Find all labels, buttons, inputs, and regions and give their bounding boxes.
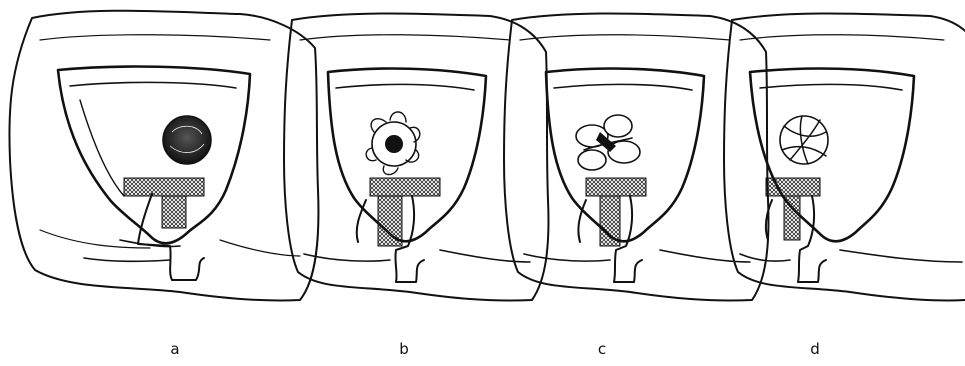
tooth-outline xyxy=(724,14,965,301)
branching-structure xyxy=(576,115,640,170)
panel-d xyxy=(724,14,965,301)
panel-a xyxy=(9,11,318,301)
tooth-outline xyxy=(9,11,318,301)
flower-structure xyxy=(366,112,420,175)
cavity-outline xyxy=(58,67,250,244)
sphere-mass xyxy=(163,116,211,164)
panel-label-c: c xyxy=(582,340,622,358)
panel-label-d: d xyxy=(795,340,835,358)
panel-label-b: b xyxy=(384,340,424,358)
hatched-base xyxy=(370,178,440,196)
cavity-outline xyxy=(750,69,914,242)
panel-label-a: a xyxy=(155,340,195,358)
hatched-base xyxy=(766,178,820,196)
hatched-base xyxy=(586,178,646,196)
flower-structure xyxy=(780,116,828,164)
hatched-base xyxy=(124,178,204,196)
